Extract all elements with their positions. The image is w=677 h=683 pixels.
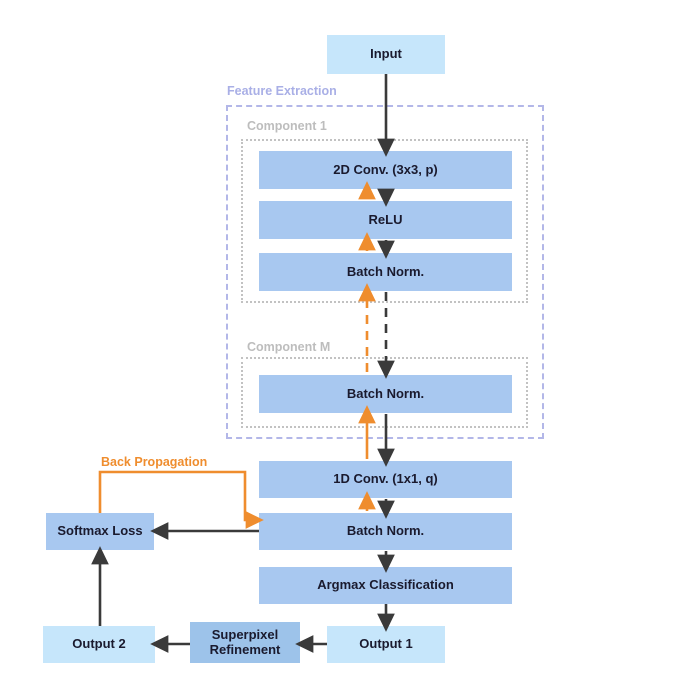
- node-batchnorm-2[interactable]: Batch Norm.: [259, 513, 512, 550]
- superpixel-line-1: Superpixel: [211, 626, 279, 642]
- node-batchnorm-m[interactable]: Batch Norm.: [259, 375, 512, 413]
- node-conv2d[interactable]: 2D Conv. (3x3, p): [259, 151, 512, 189]
- component-1-label: Component 1: [247, 119, 327, 133]
- feature-extraction-label: Feature Extraction: [227, 84, 337, 98]
- node-output-1[interactable]: Output 1: [327, 626, 445, 663]
- node-conv1d[interactable]: 1D Conv. (1x1, q): [259, 461, 512, 498]
- node-argmax[interactable]: Argmax Classification: [259, 567, 512, 604]
- component-m-label: Component M: [247, 340, 331, 354]
- superpixel-line-2: Refinement: [209, 641, 281, 657]
- node-superpixel-refinement[interactable]: Superpixel Refinement: [190, 622, 300, 663]
- node-input[interactable]: Input: [327, 35, 445, 74]
- node-softmax-loss[interactable]: Softmax Loss: [46, 513, 154, 550]
- back-propagation-label: Back Propagation: [101, 455, 208, 469]
- node-batchnorm-1[interactable]: Batch Norm.: [259, 253, 512, 291]
- node-output-2[interactable]: Output 2: [43, 626, 155, 663]
- component-m-group: [241, 357, 528, 428]
- node-relu[interactable]: ReLU: [259, 201, 512, 239]
